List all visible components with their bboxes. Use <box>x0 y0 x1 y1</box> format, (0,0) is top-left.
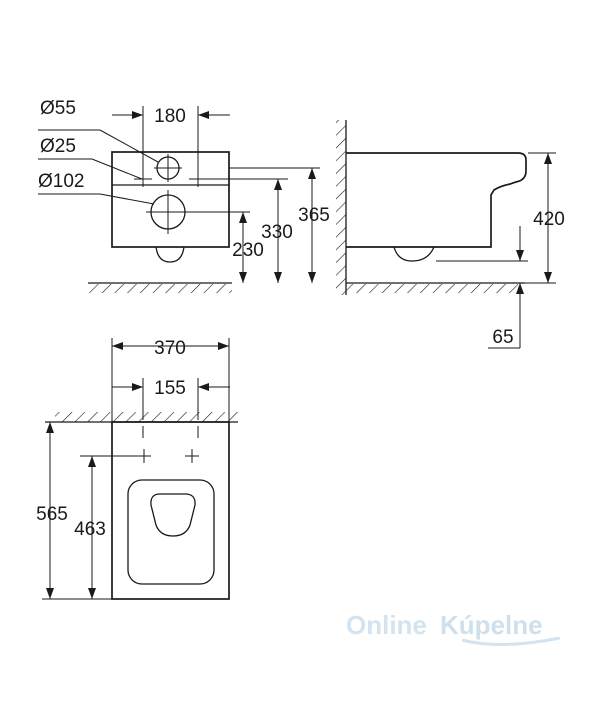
dim-155-arrow-right <box>198 383 209 391</box>
front-outlet-curve <box>155 246 185 263</box>
dim-230-arrow-bottom <box>239 272 247 283</box>
dim-dia-102-label: Ø102 <box>38 171 84 192</box>
dim-370-arrow-left <box>112 342 123 350</box>
side-wall-hatch <box>336 120 346 295</box>
dim-155-arrow-left <box>132 383 143 391</box>
watermark-online: Online <box>346 610 427 640</box>
dim-230-label: 230 <box>232 240 264 261</box>
side-bowl-profile <box>346 152 527 248</box>
side-floor-hatch <box>346 284 518 293</box>
dim-dia-55-label: Ø55 <box>40 98 76 119</box>
dim-65-arrow-bottom <box>516 283 524 294</box>
dim-330-label: 330 <box>261 222 293 243</box>
dim-463-label: 463 <box>74 519 106 540</box>
front-bowl-outline <box>111 151 230 248</box>
dim-330-arrow-top <box>274 179 282 190</box>
dim-565-arrow-top <box>46 422 54 433</box>
dim-365-arrow-top <box>308 168 316 179</box>
leader-25-d <box>91 158 143 180</box>
dim-420-label: 420 <box>533 209 565 230</box>
watermark: Online Kúpelne <box>346 610 561 646</box>
dim-230-arrow-top <box>239 212 247 223</box>
dim-365-label: 365 <box>298 205 330 226</box>
dim-330-arrow-bottom <box>274 272 282 283</box>
dim-180-arrow-left <box>132 111 143 119</box>
top-seat-outer <box>127 479 215 585</box>
dim-dia-25-label: Ø25 <box>40 136 76 157</box>
dim-565-label: 565 <box>36 504 68 525</box>
dim-565-arrow-bottom <box>46 588 54 599</box>
dim-420-arrow-top <box>544 153 552 164</box>
dim-180-arrow-right <box>198 111 209 119</box>
leader-55-d <box>99 129 159 163</box>
watermark-swoosh <box>461 636 561 646</box>
front-floor-hatch <box>88 284 232 293</box>
watermark-kupelne: Kúpelne <box>440 610 543 640</box>
dim-65-arrow-top <box>516 250 524 261</box>
top-bowl-opening <box>150 493 196 537</box>
dim-365-arrow-bottom <box>308 272 316 283</box>
front-view: 180 Ø55 Ø25 Ø102 230 330 365 <box>38 98 330 293</box>
dim-420-arrow-bottom <box>544 272 552 283</box>
side-outlet-curve <box>393 246 435 262</box>
top-wall-hatch <box>55 412 238 422</box>
dim-370-label: 370 <box>154 338 186 359</box>
dim-65-label: 65 <box>492 327 513 348</box>
dim-370-arrow-right <box>218 342 229 350</box>
top-bowl-outline <box>111 421 230 600</box>
dim-463-arrow-bottom <box>88 588 96 599</box>
dim-155-label: 155 <box>154 378 186 399</box>
leader-102-d <box>99 193 155 205</box>
dim-180-label: 180 <box>154 106 186 127</box>
top-view: 370 155 565 463 <box>36 338 238 600</box>
side-view: 420 65 <box>336 120 565 349</box>
dim-463-arrow-top <box>88 456 96 467</box>
